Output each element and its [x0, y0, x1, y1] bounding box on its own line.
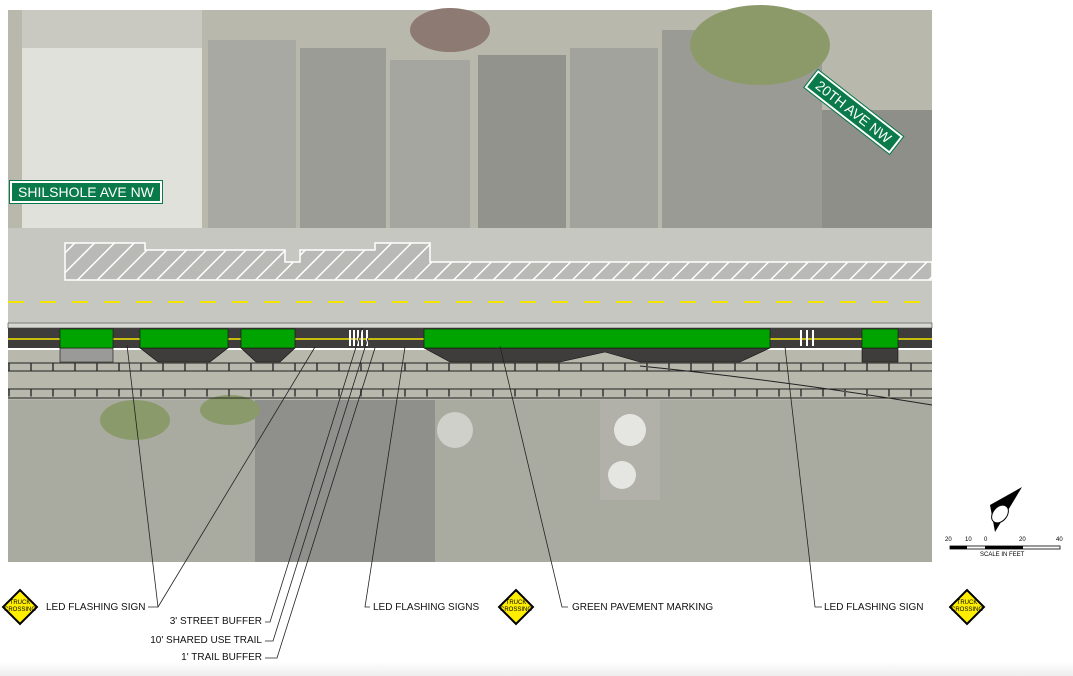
callout-led-flashing-signs: LED FLASHING SIGNS — [373, 602, 480, 613]
scale-bar — [949, 545, 1061, 550]
truck-sign-line2: CROSSING — [950, 607, 983, 613]
trail-aprons — [59, 347, 899, 363]
callout-led-flashing-sign-left: LED FLASHING SIGN — [46, 602, 146, 613]
leader-lines — [126, 327, 822, 659]
callout-shared-use-trail: 10' SHARED USE TRAIL — [150, 635, 262, 646]
scale-ticks: 20 10 0 20 40 — [945, 537, 1070, 545]
green-pavement-marking — [59, 328, 899, 349]
page-footer-shade — [0, 662, 1073, 676]
callout-trail-buffer: 1' TRAIL BUFFER — [181, 652, 262, 663]
scale-tick: 40 — [1056, 537, 1063, 543]
scale-tick: 10 — [965, 537, 972, 543]
street-buffer — [7, 322, 933, 329]
callout-led-flashing-sign-right: LED FLASHING SIGN — [824, 602, 924, 613]
railroad-tracks — [8, 362, 933, 406]
callout-green-pavement-marking: GREEN PAVEMENT MARKING — [572, 602, 714, 613]
truck-sign-line2: CROSSING — [499, 607, 532, 613]
truck-sign-line1: TRUCK — [505, 600, 527, 606]
scale-tick: 20 — [1019, 537, 1026, 543]
callout-street-buffer: 3' STREET BUFFER — [169, 616, 262, 627]
crosswalk — [349, 330, 814, 346]
scale-title: SCALE IN FEET — [980, 552, 1025, 558]
scale-tick: 20 — [945, 537, 952, 543]
north-arrow-icon — [990, 487, 1022, 532]
scale-tick: 0 — [984, 537, 988, 543]
street-sign-shilshole: SHILSHOLE AVE NW — [9, 180, 163, 204]
truck-sign-line1: TRUCK — [956, 600, 978, 606]
truck-sign-line2: CROSSING — [3, 607, 36, 613]
aerial-photo — [8, 5, 932, 562]
truck-sign-line1: TRUCK — [9, 600, 31, 606]
parking-hatch — [64, 242, 933, 281]
